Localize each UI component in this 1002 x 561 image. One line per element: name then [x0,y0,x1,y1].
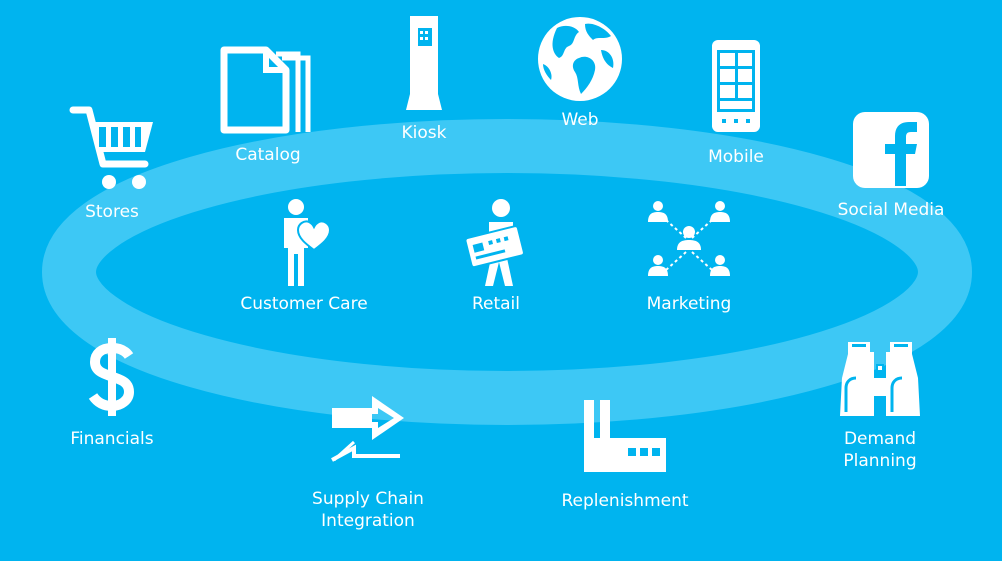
node-marketing: Marketing [628,198,750,315]
node-web: Web [530,14,630,131]
replenishment-label: Replenishment [561,491,689,511]
node-catalog: Catalog [216,46,320,166]
web-label: Web [561,110,599,130]
node-demand-planning: Demand Planning [820,338,940,472]
node-social-media: Social Media [826,110,956,221]
person-card-icon [461,198,531,288]
node-mobile: Mobile [686,38,786,168]
stores-label: Stores [85,202,139,222]
customer-care-label: Customer Care [240,294,368,314]
supply-chain-label: Supply Chain Integration [312,489,424,531]
social-media-label: Social Media [837,200,945,220]
document-stack-icon [218,46,318,134]
node-retail: Retail [446,198,546,315]
node-stores: Stores [60,100,164,223]
facebook-icon [851,110,931,190]
node-supply-chain-integration: Supply Chain Integration [296,394,440,532]
demand-planning-label: Demand Planning [843,429,917,471]
mobile-phone-icon [710,38,762,134]
financials-label: Financials [70,429,154,449]
node-kiosk: Kiosk [374,14,474,144]
person-heart-icon [276,198,332,288]
arrows-exchange-icon [328,394,408,468]
catalog-label: Catalog [235,145,301,165]
binoculars-icon [838,338,922,418]
dollar-icon [87,336,137,418]
people-network-icon [644,198,734,288]
kiosk-icon [404,14,444,112]
shopping-cart-icon [67,100,157,196]
node-customer-care: Customer Care [226,198,382,315]
mobile-label: Mobile [708,147,764,167]
marketing-label: Marketing [646,294,732,314]
node-replenishment: Replenishment [550,398,700,512]
kiosk-label: Kiosk [401,123,447,143]
retail-label: Retail [471,294,521,314]
node-financials: Financials [54,336,170,450]
factory-icon [580,398,670,474]
globe-icon [535,14,625,104]
